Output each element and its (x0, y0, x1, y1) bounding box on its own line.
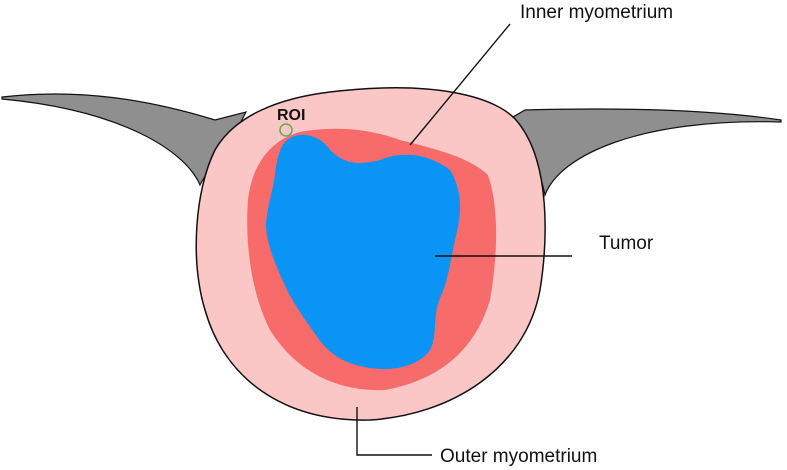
outer-myometrium-leader (356, 407, 432, 456)
inner-myometrium-leader (409, 23, 511, 146)
roi-label: ROI (277, 107, 305, 124)
inner-myometrium-label: Inner myometrium (520, 2, 673, 23)
outer-myometrium-label: Outer myometrium (440, 446, 597, 467)
tumor-label: Tumor (599, 233, 654, 254)
roi-marker (279, 123, 293, 137)
tumor (266, 134, 460, 370)
right-ligament (507, 108, 782, 198)
